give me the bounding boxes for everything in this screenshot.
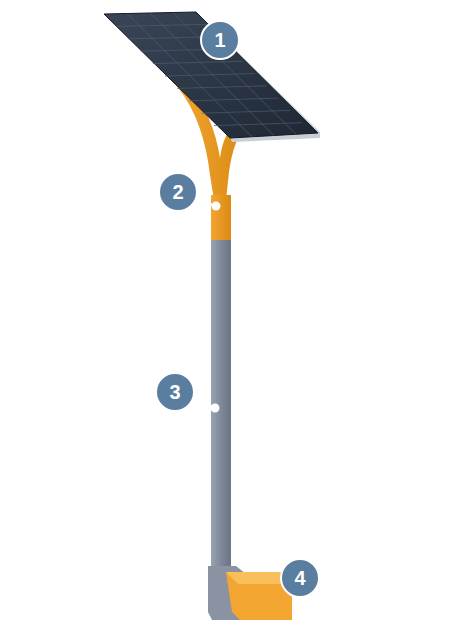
- leader-lines: [194, 198, 220, 412]
- pole: [211, 240, 231, 570]
- panel-grid: [116, 13, 302, 137]
- collar: [211, 195, 231, 241]
- callout-number: 3: [155, 372, 195, 412]
- solar-panel: [104, 12, 318, 138]
- callout-number: 1: [200, 20, 240, 60]
- callout-number: 2: [158, 172, 198, 212]
- callout-number: 4: [280, 558, 320, 598]
